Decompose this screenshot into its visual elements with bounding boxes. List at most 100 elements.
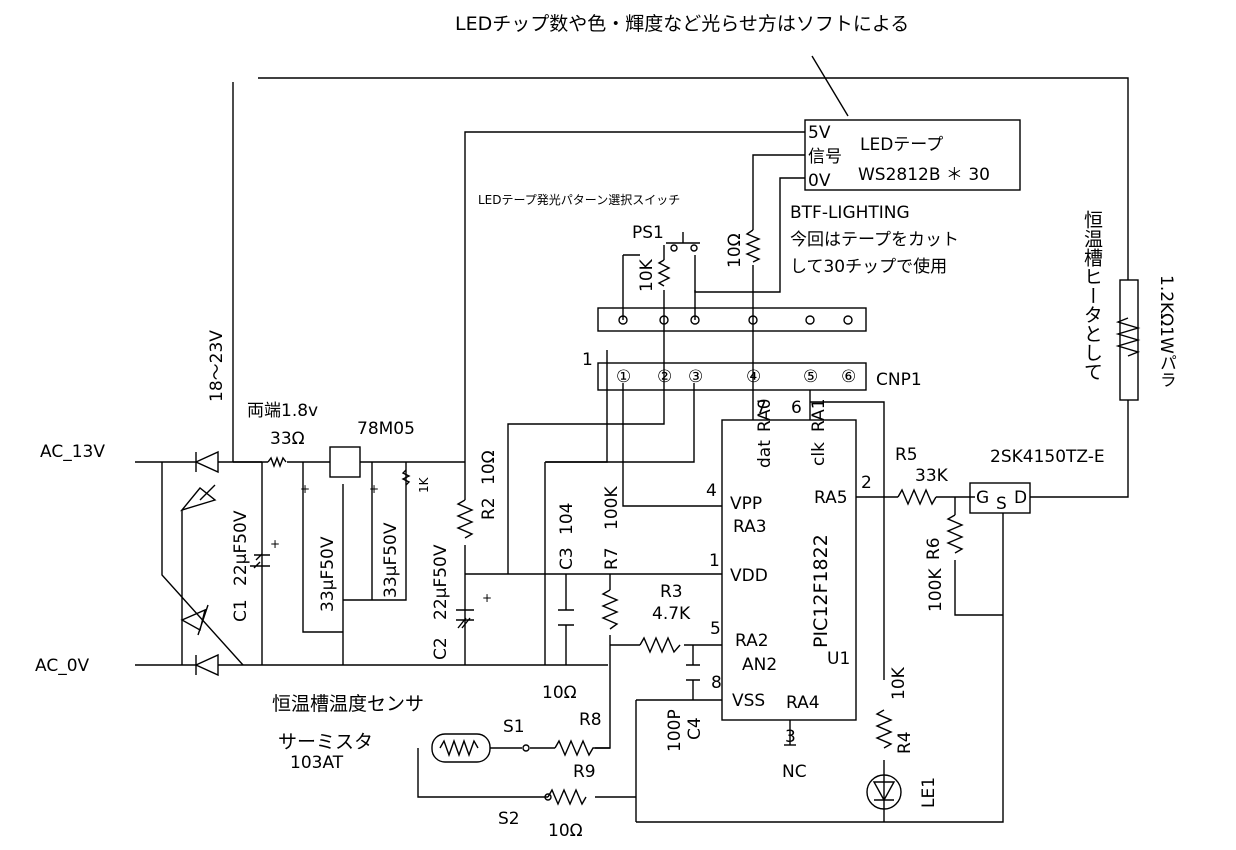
wires — [135, 55, 1129, 823]
cnp1-pin-1: ① — [616, 367, 631, 387]
pic-dat: dat — [755, 440, 775, 468]
led-tape-model: WS2812B ＊ 30 — [858, 165, 990, 185]
r-1k-small — [401, 469, 411, 486]
le1-label: LE1 — [919, 777, 939, 808]
thermistor — [431, 733, 491, 763]
c2-cap — [456, 609, 474, 629]
pic-ref: U1 — [827, 649, 850, 669]
c4-value: 100P — [665, 709, 685, 752]
thermistor-model: 103AT — [290, 753, 344, 773]
r5 — [897, 488, 937, 506]
switch-note: LEDテープ発光パターン選択スイッチ — [478, 193, 680, 207]
pic-clk: clk — [809, 442, 829, 466]
r6-label: R6 — [924, 537, 944, 560]
fet-box — [969, 482, 1031, 514]
pic-pin6: 6 — [791, 398, 802, 418]
capacitors: + + + + — [250, 482, 700, 681]
r4-label: R4 — [895, 731, 915, 754]
r-33ohm-label: 33Ω — [270, 429, 305, 449]
note-top: LEDチップ数や色・輝度など光らせ方はソフトによる — [455, 13, 909, 35]
led-tape-note1: 今回はテープをカット — [790, 230, 959, 250]
r-10ohm-sig-label: 10Ω — [725, 233, 745, 268]
led-tape-pin-0v: 0V — [808, 171, 831, 191]
c2-label: C2 — [431, 637, 451, 660]
c-33u-a: 33μF50V — [318, 536, 338, 612]
cnp1-strip — [597, 362, 867, 391]
pic-nc: NC — [782, 762, 807, 782]
push-switch-ps1 — [666, 232, 700, 252]
r3 — [639, 636, 681, 654]
fet-name: 2SK4150TZ-E — [990, 447, 1105, 467]
led-tape-note2: して30チップで使用 — [790, 256, 947, 277]
led-tape-title: LEDテープ — [860, 135, 943, 155]
svg-text:+: + — [369, 482, 379, 496]
led-tape-maker: BTF-LIGHTING — [790, 203, 910, 223]
c3-value: 104 — [557, 503, 577, 535]
pic-pin3: 3 — [785, 727, 796, 747]
r4 — [875, 709, 893, 749]
r-10ohm-sig — [745, 229, 761, 263]
header-strip — [597, 307, 867, 332]
r3-value: 4.7K — [652, 604, 691, 624]
pic-vpp: VPP — [730, 494, 762, 514]
pic-pin2: 2 — [861, 473, 872, 493]
cnp1-pin-5: ⑤ — [803, 367, 818, 387]
r2-value: 10Ω — [479, 450, 499, 485]
switch-terminals — [522, 744, 796, 801]
r-33ohm — [267, 456, 287, 468]
pic-vdd: VDD — [730, 566, 768, 586]
heater-value: 1.2KΩ1Wパラ — [1156, 275, 1176, 388]
resistors — [267, 229, 964, 806]
pic-ra2: RA2 — [735, 631, 769, 651]
c4-label: C4 — [685, 717, 705, 740]
heater-resistor — [1115, 279, 1141, 401]
header-holes — [618, 315, 853, 325]
r6-value: 100K — [926, 568, 946, 612]
pic-an2: AN2 — [742, 655, 777, 675]
s2-label: S2 — [498, 809, 520, 829]
svg-text:+: + — [270, 537, 280, 551]
regulator-box — [329, 446, 361, 478]
c1-label: C1 — [231, 599, 251, 622]
r9-value: 10Ω — [548, 821, 583, 841]
cnp1-pin-4: ④ — [746, 367, 761, 387]
pic-ra0: RA0 — [755, 398, 775, 432]
pic-vss: VSS — [732, 691, 765, 711]
pic-box — [721, 419, 857, 721]
c1-value: 22μF50V — [231, 510, 251, 586]
r7 — [601, 589, 619, 630]
cnp1-pin-6: ⑥ — [841, 367, 856, 387]
led-tape-pin-sig: 信号 — [808, 147, 842, 167]
svg-text:+: + — [482, 591, 492, 605]
diode-top — [194, 450, 219, 474]
ryotan: 両端1.8v — [247, 401, 318, 421]
bridge-rectifier — [180, 450, 219, 677]
pic-pin4: 4 — [706, 481, 717, 501]
r3-label: R3 — [660, 582, 683, 602]
pic-name: PIC12F1822 — [810, 534, 832, 648]
r7-value: 100K — [602, 486, 622, 530]
svg-text:+: + — [300, 482, 310, 496]
r5-label: R5 — [895, 445, 918, 465]
r8-label: R8 — [579, 710, 602, 730]
c3-cap — [558, 609, 574, 626]
c4-cap — [686, 664, 700, 681]
pic-pin1: 1 — [709, 551, 720, 571]
fet-d: D — [1014, 488, 1027, 508]
ac-13v: AC_13V — [40, 442, 105, 462]
fet-s: S — [996, 494, 1007, 514]
cnp1-pin-2: ② — [657, 367, 672, 387]
r-10k-switch-label: 10K — [637, 258, 657, 292]
diode-left-up — [180, 484, 217, 512]
pic-ra4: RA4 — [786, 693, 820, 713]
pic-ra1: RA1 — [809, 398, 829, 432]
led-tape-box — [804, 119, 1021, 191]
cnp1-pin-3: ③ — [688, 367, 703, 387]
r2 — [456, 499, 474, 539]
heater-label: 恒温槽ヒータとして — [1081, 210, 1103, 381]
r4-value: 10K — [889, 666, 909, 700]
c3-label: C3 — [557, 547, 577, 570]
r5-value: 33K — [915, 466, 949, 486]
diode-bottom — [194, 653, 219, 677]
pic-pin5: 5 — [710, 619, 721, 639]
